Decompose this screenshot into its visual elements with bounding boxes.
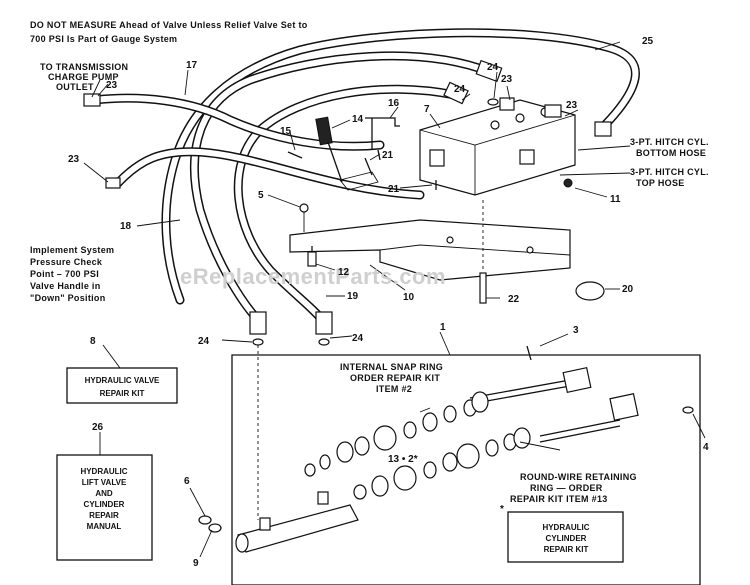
cyl-kit-label-2: CYLINDER xyxy=(546,534,587,543)
note-hitch-bottom-1: 3-PT. HITCH CYL. xyxy=(630,137,709,147)
note-snap-1: INTERNAL SNAP RING xyxy=(340,362,443,372)
callout-16: 16 xyxy=(388,98,400,109)
note-round-1: ROUND-WIRE RETAINING xyxy=(520,472,637,482)
piston-rods xyxy=(469,345,694,443)
callout-2: 13 • 2* xyxy=(388,454,418,465)
callout-5: 5 xyxy=(258,190,264,201)
callout-24d: 24 xyxy=(352,333,364,344)
callout-15: 15 xyxy=(280,126,292,137)
box-labels: HYDRAULIC VALVE REPAIR KIT HYDRAULIC LIF… xyxy=(80,376,589,554)
callouts: 1 13 • 2* 3 4 5 6 7 8 9 10 11 12 14 15 1… xyxy=(68,36,709,569)
link-rod xyxy=(365,117,400,150)
callout-23b: 23 xyxy=(68,154,80,165)
callout-9: 9 xyxy=(193,558,199,569)
note-round-3: REPAIR KIT ITEM #13 xyxy=(510,494,608,504)
note-trans-2: CHARGE PUMP xyxy=(48,72,119,82)
callout-21b: 21 xyxy=(388,184,400,195)
manual-label-5: REPAIR xyxy=(89,511,119,520)
callout-11: 11 xyxy=(610,194,621,205)
note-top-1: DO NOT MEASURE Ahead of Valve Unless Rel… xyxy=(30,20,308,30)
note-hitch-top-1: 3-PT. HITCH CYL. xyxy=(630,167,709,177)
callout-24c: 24 xyxy=(198,336,210,347)
note-round-2: RING — ORDER xyxy=(530,483,603,493)
bolts xyxy=(299,200,487,304)
valve-kit-label-1: HYDRAULIC VALVE xyxy=(85,376,160,385)
callout-12: 12 xyxy=(338,267,350,278)
washers-24 xyxy=(252,98,499,346)
notes: DO NOT MEASURE Ahead of Valve Unless Rel… xyxy=(30,20,709,504)
note-trans-1: TO TRANSMISSION xyxy=(40,62,128,72)
hydraulic-valve-kit-box xyxy=(66,367,178,404)
hose-clamp-20 xyxy=(575,281,605,301)
cylinder-kit-box xyxy=(507,511,624,563)
control-lever xyxy=(315,116,379,191)
note-impl-5: "Down" Position xyxy=(30,293,106,303)
manual-label-6: MANUAL xyxy=(87,522,122,531)
hose-assemblies xyxy=(90,28,640,325)
callout-18: 18 xyxy=(120,221,132,232)
note-impl-2: Pressure Check xyxy=(30,257,103,267)
callout-25: 25 xyxy=(642,36,654,47)
seal-kit-upper xyxy=(304,391,489,477)
manual-label-2: LIFT VALVE xyxy=(82,478,127,487)
mounting-plate xyxy=(289,219,571,281)
manual-label-4: CYLINDER xyxy=(84,500,125,509)
callout-24a: 24 xyxy=(487,62,499,73)
callout-23d: 23 xyxy=(566,100,578,111)
callout-23a: 23 xyxy=(106,80,118,91)
callout-23c: 23 xyxy=(501,74,513,85)
callout-3: 3 xyxy=(573,325,579,336)
note-trans-3: OUTLET xyxy=(56,82,94,92)
cyl-kit-asterisk: * xyxy=(500,504,504,515)
callout-8: 8 xyxy=(90,336,96,347)
valve-kit-label-2: REPAIR KIT xyxy=(100,389,145,398)
cyl-kit-label-1: HYDRAULIC xyxy=(542,523,589,532)
callout-6: 6 xyxy=(184,476,190,487)
callout-1: 1 xyxy=(440,322,446,333)
note-hitch-top-2: TOP HOSE xyxy=(636,178,685,188)
callout-22: 22 xyxy=(508,294,520,305)
callout-26: 26 xyxy=(92,422,104,433)
callout-21a: 21 xyxy=(382,150,394,161)
callout-14: 14 xyxy=(352,114,364,125)
control-valve xyxy=(419,97,576,196)
note-snap-2: ORDER REPAIR KIT xyxy=(350,373,440,383)
watermark: eReplacementParts.com xyxy=(180,264,446,289)
note-impl-1: Implement System xyxy=(30,245,114,255)
cylinder-panel xyxy=(231,345,701,585)
note-impl-3: Point – 700 PSI xyxy=(30,269,99,279)
cyl-kit-label-3: REPAIR KIT xyxy=(544,545,589,554)
note-top-2: 700 PSI Is Part of Gauge System xyxy=(30,34,177,44)
cylinder-barrel xyxy=(198,491,359,553)
callout-19: 19 xyxy=(347,291,359,302)
callout-24b: 24 xyxy=(454,84,466,95)
callout-7: 7 xyxy=(424,104,430,115)
leader-lines xyxy=(83,41,706,558)
manual-label-1: HYDRAULIC xyxy=(80,467,127,476)
seal-kit-lower xyxy=(353,427,531,500)
note-hitch-bottom-2: BOTTOM HOSE xyxy=(636,148,706,158)
callout-10: 10 xyxy=(403,292,415,303)
callout-20: 20 xyxy=(622,284,634,295)
callout-17: 17 xyxy=(186,60,198,71)
note-impl-4: Valve Handle in xyxy=(30,281,101,291)
callout-4: 4 xyxy=(703,442,709,453)
note-snap-3: ITEM #2 xyxy=(376,384,412,394)
manual-label-3: AND xyxy=(95,489,113,498)
repair-manual-box xyxy=(56,454,153,561)
